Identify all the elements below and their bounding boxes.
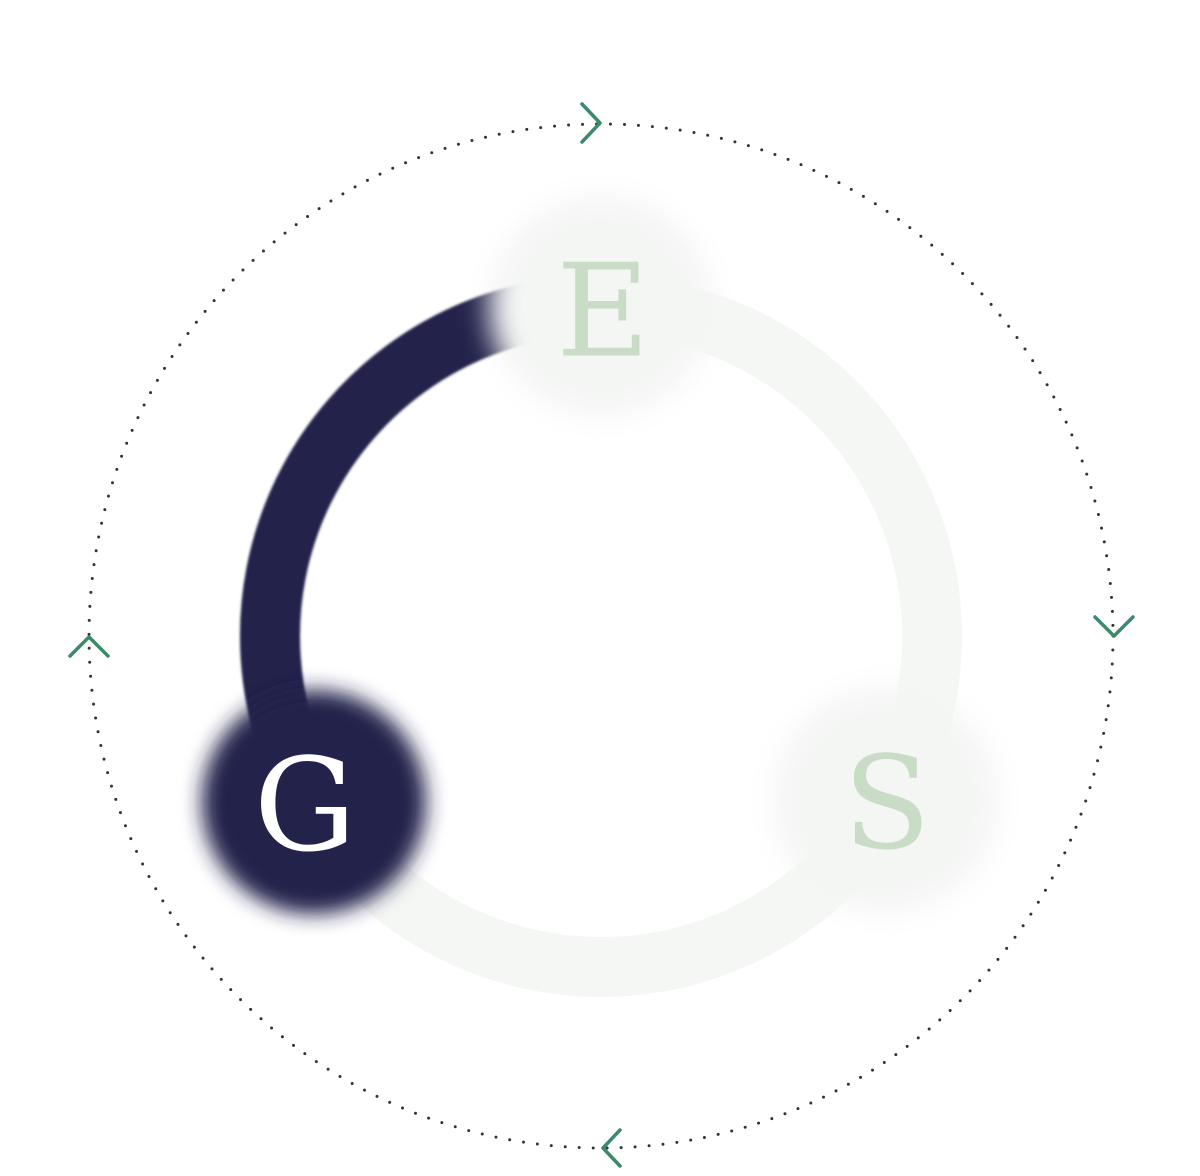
node-s-letter: S	[843, 730, 931, 879]
node-e-halo	[489, 194, 713, 418]
chevron-down-icon[interactable]	[1093, 615, 1135, 638]
node-e[interactable]: E	[489, 194, 713, 418]
node-e-letter: E	[556, 238, 649, 387]
chevron-up-icon[interactable]	[68, 635, 110, 658]
node-s[interactable]: S	[772, 686, 1000, 914]
node-g-halo	[202, 690, 426, 914]
chevron-left-icon[interactable]	[601, 1128, 622, 1168]
node-g-letter: G	[254, 732, 356, 881]
chevron-right-icon[interactable]	[580, 102, 602, 144]
node-g[interactable]: G	[202, 690, 426, 914]
node-s-halo	[772, 686, 1000, 914]
